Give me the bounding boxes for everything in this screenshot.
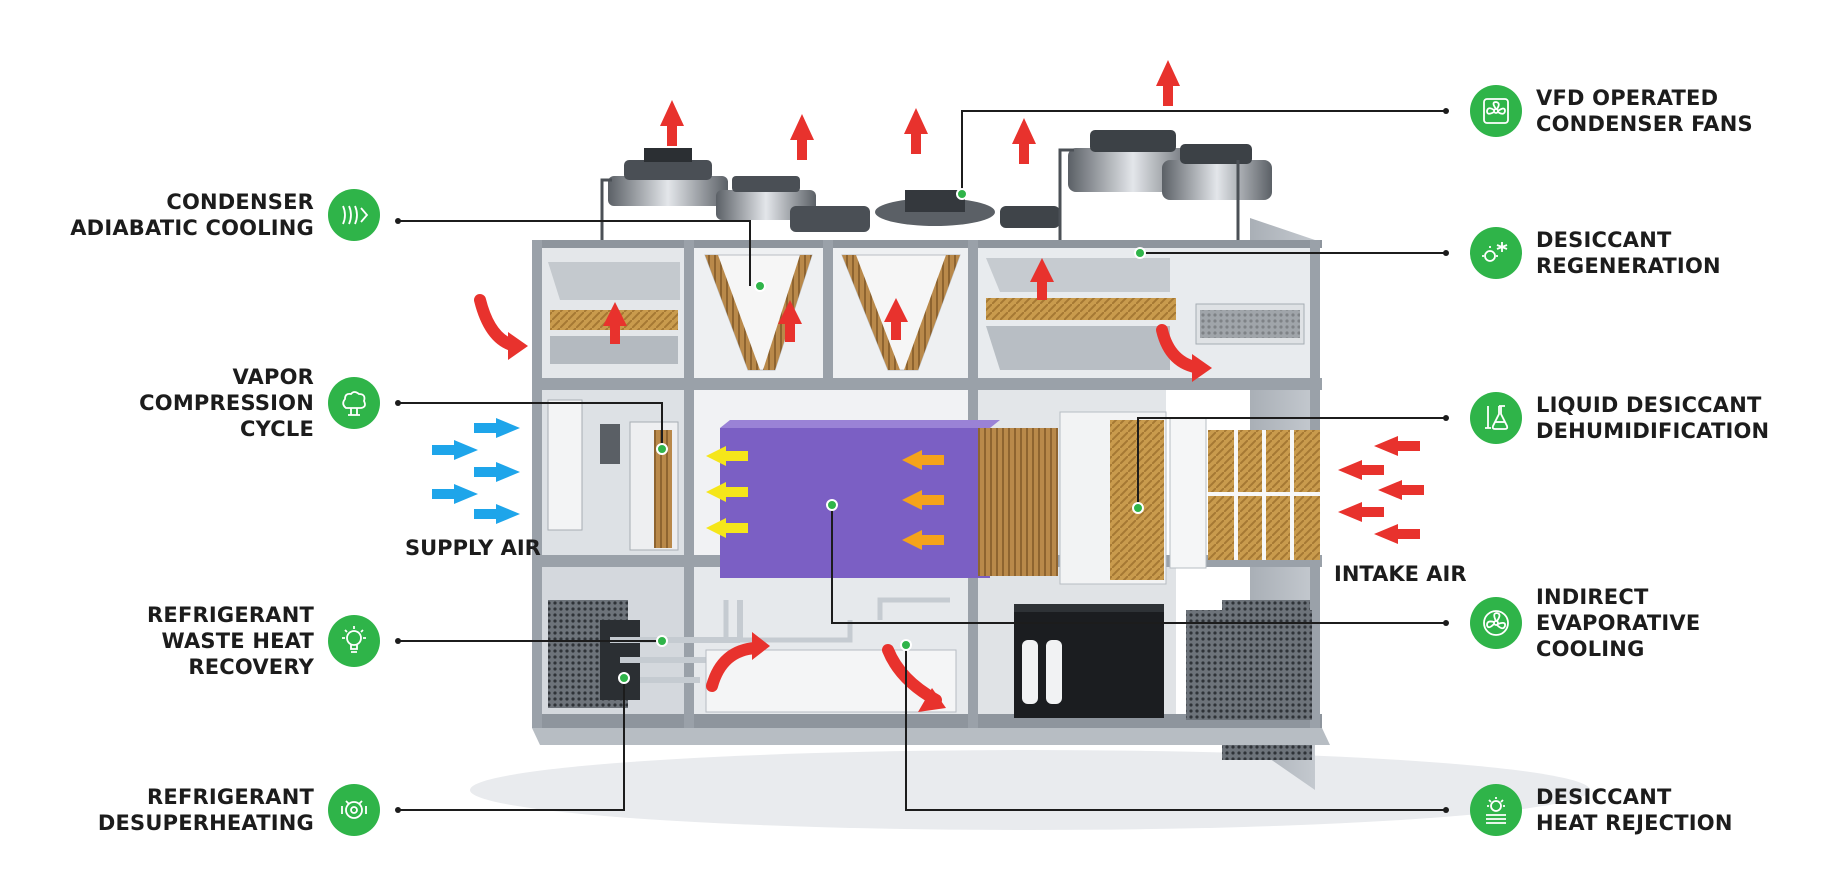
leader-refrigerant-desuperheating [398, 678, 625, 811]
fan-5 [1000, 206, 1060, 228]
component-markers [618, 188, 1146, 684]
supply-arrows [432, 418, 520, 524]
supply-air-label: SUPPLY AIR [405, 536, 541, 560]
heat-recovery-icon [328, 615, 380, 667]
callout-label: VAPOR COMPRESSION CYCLE [139, 365, 314, 441]
leader-dots [395, 108, 1449, 813]
leader-desiccant-heat-rejection [905, 645, 1446, 811]
pre-cooled-air-arrows [902, 450, 944, 550]
callout-label: REFRIGERANT DESUPERHEATING [97, 785, 314, 835]
callout-desiccant-regeneration: DESICCANT REGENERATION [1470, 227, 1721, 279]
callout-label: LIQUID DESICCANT DEHUMIDIFICATION [1536, 393, 1770, 443]
exhaust-arrows [603, 60, 1180, 344]
leader-vapor-compression-cycle [398, 402, 663, 449]
desuperheating-icon [328, 784, 380, 836]
callout-desiccant-heat-rejection: DESICCANT HEAT REJECTION [1470, 784, 1733, 836]
callout-label: VFD OPERATED CONDENSER FANS [1536, 86, 1753, 136]
vapor-compression-icon [328, 377, 380, 429]
fan-icon [1470, 85, 1522, 137]
callout-indirect-evaporative-cooling: INDIRECT EVAPORATIVE COOLING [1470, 584, 1700, 662]
ground-shadow [470, 750, 1590, 830]
desiccant-regenerator [986, 258, 1305, 370]
callout-refrigerant-waste-heat-recovery: REFRIGERANT WASTE HEAT RECOVERY [147, 602, 380, 680]
leader-lines [398, 110, 1446, 811]
leader-indirect-evaporative-cooling [831, 505, 1446, 624]
evaporative-fan-icon [1470, 597, 1522, 649]
fan-7 [1162, 144, 1272, 240]
callout-vapor-compression-cycle: VAPOR COMPRESSION CYCLE [139, 364, 380, 442]
regeneration-icon [1470, 227, 1522, 279]
intake-arrows [1338, 436, 1424, 544]
evaporative-media [1059, 411, 1320, 585]
callout-vfd-operated-condenser-fans: VFD OPERATED CONDENSER FANS [1470, 85, 1753, 137]
supply-coil [547, 399, 679, 551]
callout-label: REFRIGERANT WASTE HEAT RECOVERY [147, 603, 314, 679]
leader-condenser-adiabatic-cooling [398, 220, 751, 286]
evaporator-coil [720, 420, 1058, 578]
callout-refrigerant-desuperheating: REFRIGERANT DESUPERHEATING [98, 784, 380, 836]
callout-label: DESICCANT HEAT REJECTION [1536, 785, 1733, 835]
intake-air-label: INTAKE AIR [1334, 562, 1467, 586]
heat-rejection-icon [1470, 784, 1522, 836]
adiabatic-cooling-icon [328, 189, 380, 241]
leader-vfd-operated-condenser-fans [961, 110, 1446, 194]
leader-liquid-desiccant-dehumidification [1137, 417, 1446, 508]
callout-label: CONDENSER ADIABATIC COOLING [70, 190, 314, 240]
curved-arrow-heads [508, 332, 1212, 712]
fan-3 [790, 206, 870, 232]
condenser-fans [600, 130, 1272, 240]
fan-1 [600, 148, 728, 240]
callout-label: DESICCANT REGENERATION [1536, 228, 1721, 278]
fan-4 [875, 190, 995, 226]
callout-label: INDIRECT EVAPORATIVE COOLING [1536, 585, 1701, 661]
callout-liquid-desiccant-dehumidification: LIQUID DESICCANT DEHUMIDIFICATION [1470, 392, 1769, 444]
flask-icon [1470, 392, 1522, 444]
cooled-air-arrows [706, 446, 748, 538]
callout-condenser-adiabatic-cooling: CONDENSER ADIABATIC COOLING [70, 189, 380, 241]
